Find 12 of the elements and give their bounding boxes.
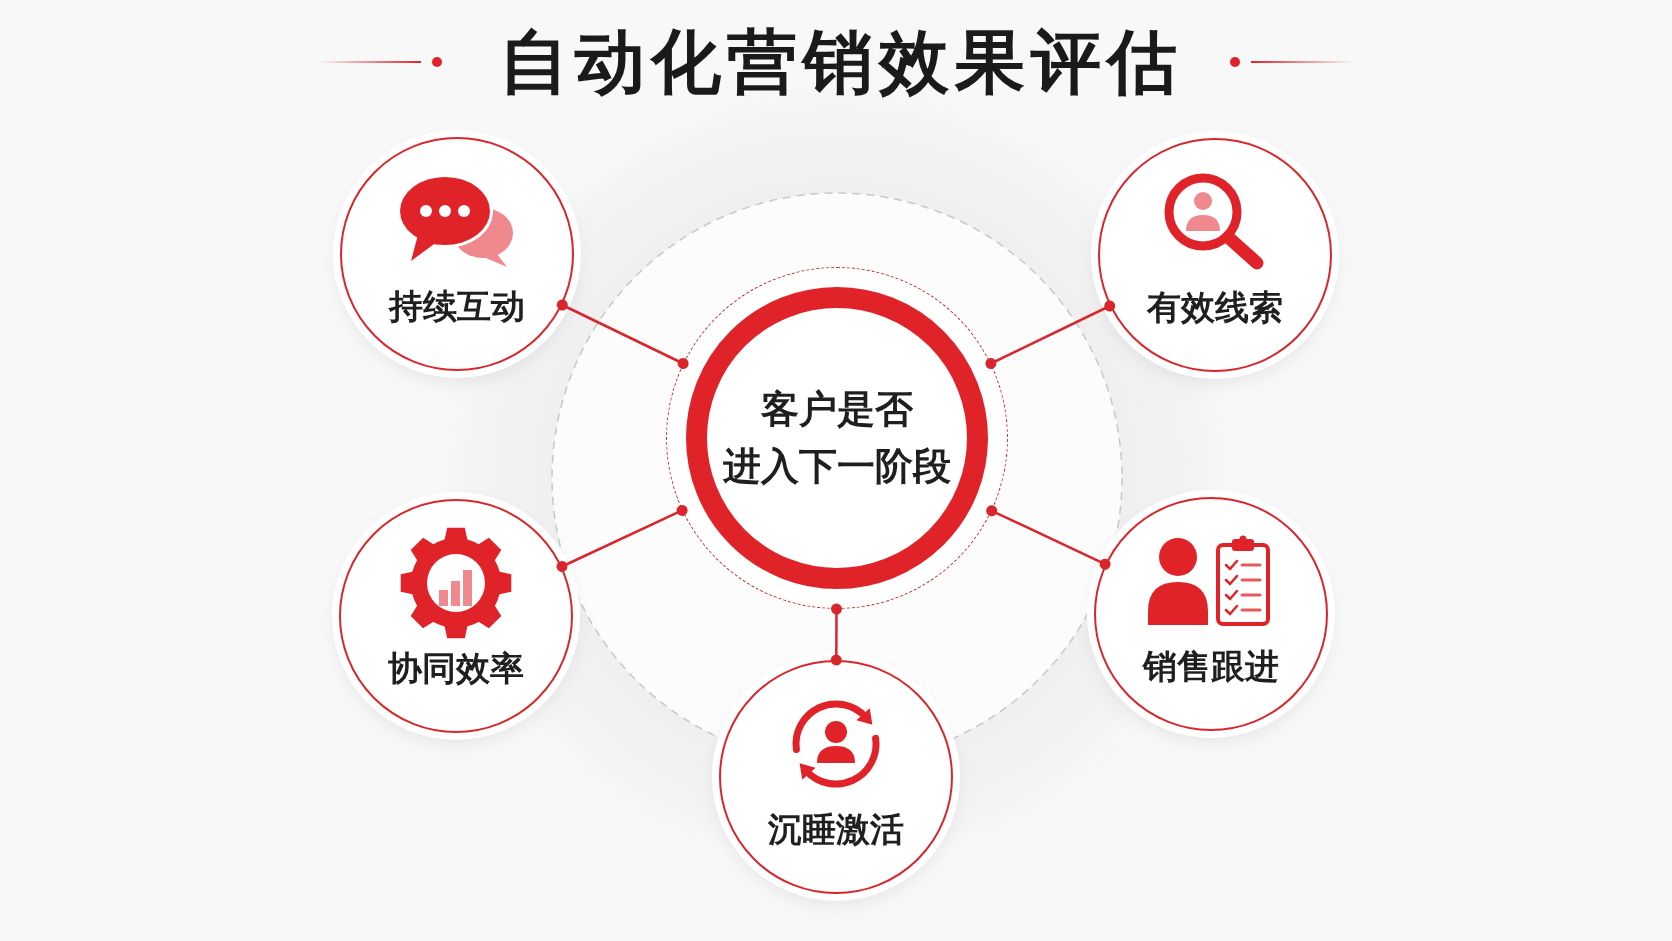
title: 自动化营销效果评估 [499,22,1183,103]
node-label: 客户是否进入下一阶段 [721,387,952,489]
connector-line [556,504,688,572]
connector-line [830,603,842,666]
node-label: 协同效率 [388,648,524,688]
node-label: 沉睡激活 [768,809,904,849]
connector-line [985,300,1116,369]
node-label: 销售跟进 [1143,646,1279,686]
connector-line [556,299,689,369]
node-label: 有效线索 [1147,287,1283,327]
node-label: 持续互动 [389,286,525,326]
connector-line [986,505,1111,570]
